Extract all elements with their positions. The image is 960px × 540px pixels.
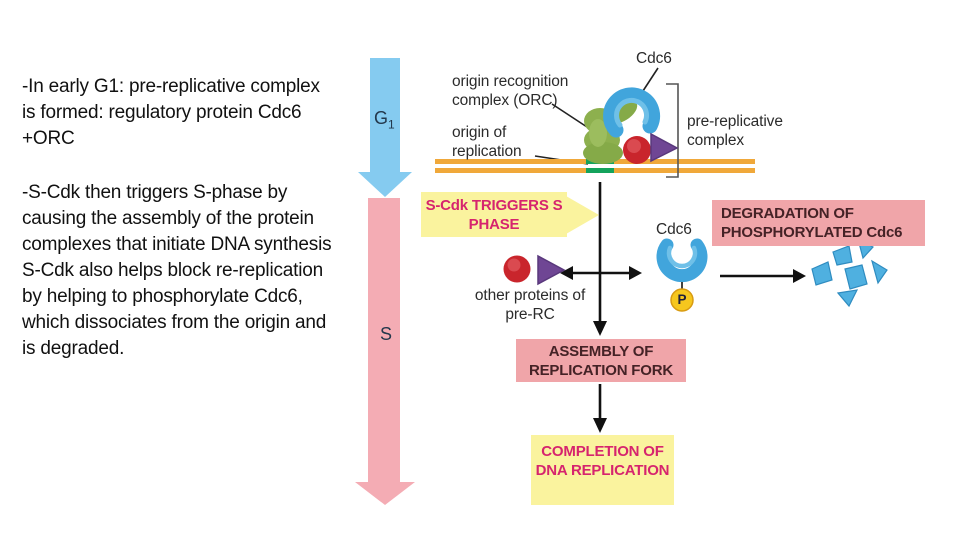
arrowhead-degradation [793, 269, 806, 283]
assembly-box: ASSEMBLY OF REPLICATION FORK [516, 339, 686, 382]
g1-phase-arrowhead-icon [358, 172, 412, 197]
arrowhead-to-assembly [593, 321, 607, 336]
note-s-cdk: -S-Cdk then triggers S-phase by causing … [22, 182, 332, 359]
note-early-g1: -In early G1: pre-replicative complex is… [22, 76, 320, 149]
arrowhead-right [629, 266, 642, 280]
pre-replicative-complex-label: pre-replicative complex [687, 113, 783, 149]
phosphorylated-cdc6-icon [656, 238, 708, 312]
pre-rc-protein-purple-icon [650, 132, 679, 163]
phosphate-circle-icon [670, 288, 694, 312]
pre-rc-protein-red-icon [623, 136, 651, 164]
degraded-cdc6-shards-icon [811, 237, 888, 308]
other-proteins-red-icon [503, 255, 531, 283]
degradation-box: DEGRADATION OF PHOSPHORYLATED Cdc6 [712, 200, 925, 246]
g1-letter: G [374, 108, 389, 128]
cdc6-top-label: Cdc6 [636, 50, 672, 67]
s-phase-label: S [380, 324, 393, 344]
cdc6-pointer-line [640, 67, 659, 95]
orc-label: origin recognition complex (ORC) [452, 73, 569, 109]
s-cdk-trigger-arrowhead-icon [566, 196, 599, 234]
cdc6-mid-label: Cdc6 [656, 221, 692, 238]
arrowhead-to-completion [593, 418, 607, 433]
flow-arrows [566, 182, 795, 422]
other-proteins-purple-icon [537, 254, 566, 286]
s-cdk-trigger-box: S-Cdk TRIGGERS S PHASE [421, 192, 567, 237]
phosphate-label: P [677, 292, 687, 307]
pre-rc-bracket [666, 83, 679, 178]
g1-phase-arrow [370, 58, 400, 172]
flow-arrowheads [560, 266, 806, 433]
g1-phase-label: G1 [374, 108, 395, 132]
completion-box: COMPLETION OF DNA REPLICATION [531, 435, 674, 505]
arrowhead-left [560, 266, 573, 280]
g1-subscript: 1 [388, 117, 395, 132]
cdc6-protein-icon [603, 87, 661, 138]
orc-pointer-line [551, 103, 588, 128]
s-phase-arrowhead-icon [355, 482, 415, 505]
s-phase-arrow [368, 198, 400, 482]
other-proteins-label: other proteins of pre-RC [474, 287, 586, 323]
origin-of-replication-label: origin of replication [452, 124, 522, 160]
